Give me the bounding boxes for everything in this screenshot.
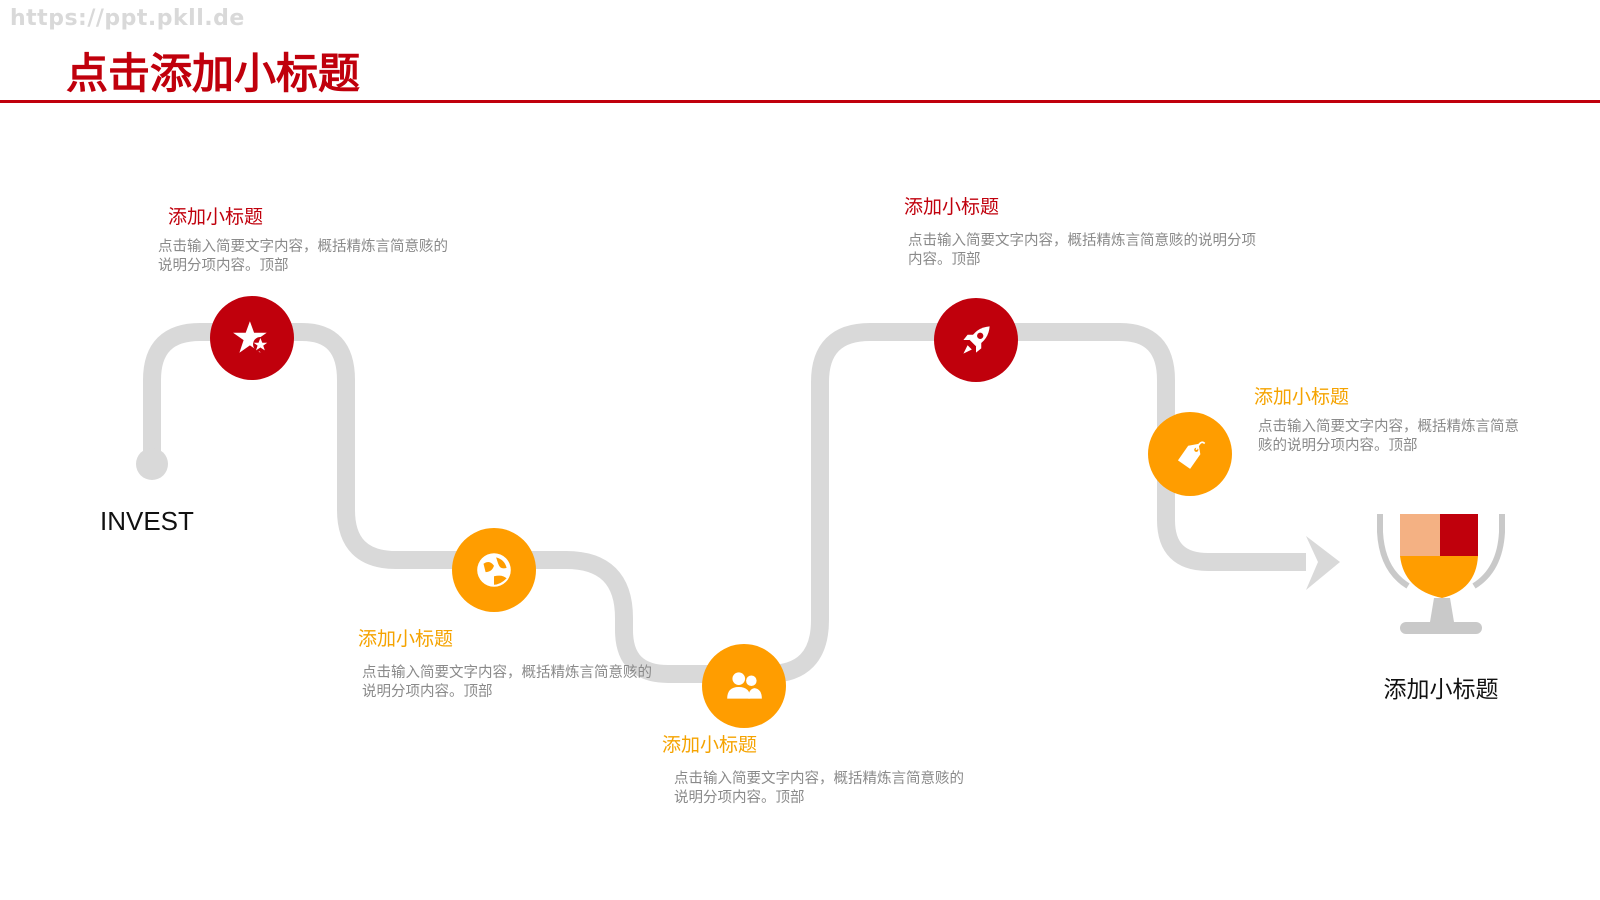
users-icon: [727, 672, 762, 699]
watermark: https://ppt.pkll.de: [10, 6, 245, 31]
star-badge-icon: [233, 321, 268, 353]
track-arrow-head: [1306, 536, 1340, 590]
trophy-icon: [1377, 514, 1505, 634]
end-label: 添加小标题: [1383, 677, 1499, 703]
step-3-heading: 添加小标题: [662, 734, 758, 756]
step-1-desc: 点击输入简要文字内容，概括精炼言简意赅的说明分项内容。顶部: [158, 239, 448, 274]
step-2-node: [452, 528, 536, 612]
step-5-node: [1148, 412, 1232, 496]
start-label: INVEST: [100, 506, 194, 536]
step-5-desc: 点击输入简要文字内容，概括精炼言简意赅的说明分项内容。顶部: [1258, 419, 1519, 454]
step-2-desc: 点击输入简要文字内容，概括精炼言简意赅的说明分项内容。顶部: [362, 665, 652, 700]
step-3-desc: 点击输入简要文字内容，概括精炼言简意赅的说明分项内容。顶部: [674, 771, 964, 806]
step-2-heading: 添加小标题: [358, 628, 454, 650]
rocket-icon: [963, 326, 990, 354]
track-start-dot: [136, 448, 168, 480]
step-4-node: [934, 298, 1018, 382]
step-4-heading: 添加小标题: [904, 196, 1000, 218]
tag-icon: [1177, 441, 1206, 469]
step-1-heading: 添加小标题: [168, 206, 264, 228]
title-divider: [0, 100, 1600, 103]
step-1-node: [210, 296, 294, 380]
globe-icon: [477, 553, 511, 587]
step-5-heading: 添加小标题: [1254, 386, 1350, 408]
step-4-desc: 点击输入简要文字内容，概括精炼言简意赅的说明分项内容。顶部: [908, 233, 1256, 268]
step-3-node: [702, 644, 786, 728]
page-title: 点击添加小标题: [66, 49, 361, 98]
